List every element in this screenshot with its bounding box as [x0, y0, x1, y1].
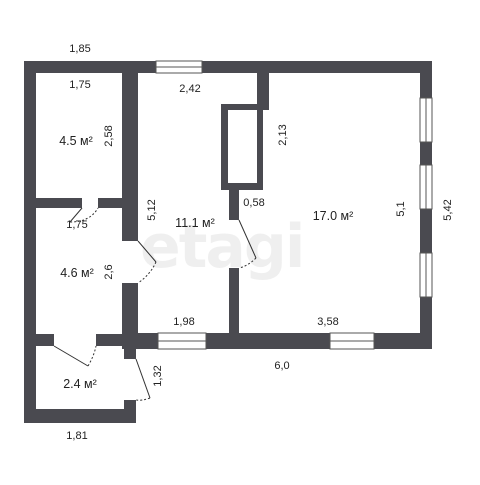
dim-bottom-overall-width: 6,0 [274, 360, 289, 372]
door-bottom-left-room [53, 345, 97, 367]
area-room-middle: 11.1 м² [175, 216, 215, 230]
dimension-labels: 1,85 1,75 2,58 2,42 2,13 5,12 0,58 5,1 5… [66, 43, 454, 442]
window-bottom-right [329, 332, 375, 350]
wall-divider-bottom-right [96, 334, 138, 346]
dim-right-room-bottom-width: 3,58 [317, 316, 338, 328]
wall-chimney-left [221, 104, 228, 190]
wall-chimney-top [221, 104, 263, 110]
wall-outer-left [24, 61, 36, 423]
wall-chimney-top-link [257, 73, 269, 110]
wall-small-room-right-top [124, 349, 136, 359]
dim-top-overall: 1,85 [69, 43, 90, 55]
dim-left-middle-room-height: 2,6 [103, 264, 115, 279]
doors [53, 207, 257, 401]
dim-middle-room-top-width: 2,42 [179, 83, 200, 95]
wall-chimney-bottom [221, 183, 263, 190]
window-top [155, 60, 203, 74]
dim-left-room-top-height: 2,58 [103, 125, 115, 146]
area-labels: 4.5 м² 11.1 м² 17.0 м² 4.6 м² 2.4 м² [59, 134, 353, 391]
wall-partition-middle-upper [229, 190, 239, 220]
dim-chimney-gap: 0,58 [243, 197, 264, 209]
wall-partition-middle-lower [229, 268, 239, 349]
wall-divider-bottom-left [24, 334, 54, 346]
window-right-2 [419, 164, 433, 210]
wall-partition-left-lower [122, 283, 138, 349]
dim-right-room-height: 5,1 [395, 201, 407, 216]
window-right-3 [419, 252, 433, 298]
wall-divider-top-right [98, 198, 138, 208]
dim-left-middle-room-width: 1,75 [66, 219, 87, 231]
area-room-middle-left: 4.6 м² [60, 266, 94, 280]
door-middle-room-left [137, 240, 157, 284]
door-small-room [135, 358, 151, 401]
area-room-right: 17.0 м² [313, 209, 354, 223]
area-room-top-left: 4.5 м² [59, 134, 93, 148]
window-right-1 [419, 97, 433, 143]
dim-small-room-bottom-width: 1,81 [66, 430, 87, 442]
walls [24, 61, 432, 423]
dim-right-overall-height: 5,42 [442, 199, 454, 220]
wall-small-room-right-bottom [124, 400, 136, 423]
door-top-left-room [69, 207, 99, 223]
dim-chimney-height: 2,13 [277, 124, 289, 145]
wall-partition-left-upper [122, 61, 138, 241]
wall-chimney-right [257, 104, 263, 190]
wall-small-room-bottom [24, 409, 136, 423]
window-bottom-left [157, 332, 207, 350]
dim-middle-room-bottom-width: 1,98 [173, 316, 194, 328]
dim-left-room-top-width: 1,75 [69, 79, 90, 91]
wall-outer-top [24, 61, 432, 73]
door-middle-partition [238, 219, 257, 269]
wall-divider-top-left [24, 198, 82, 208]
windows [155, 60, 433, 350]
dim-middle-room-height: 5,12 [146, 199, 158, 220]
dim-small-room-height: 1,32 [152, 365, 164, 386]
area-room-bottom-left: 2.4 м² [63, 377, 97, 391]
